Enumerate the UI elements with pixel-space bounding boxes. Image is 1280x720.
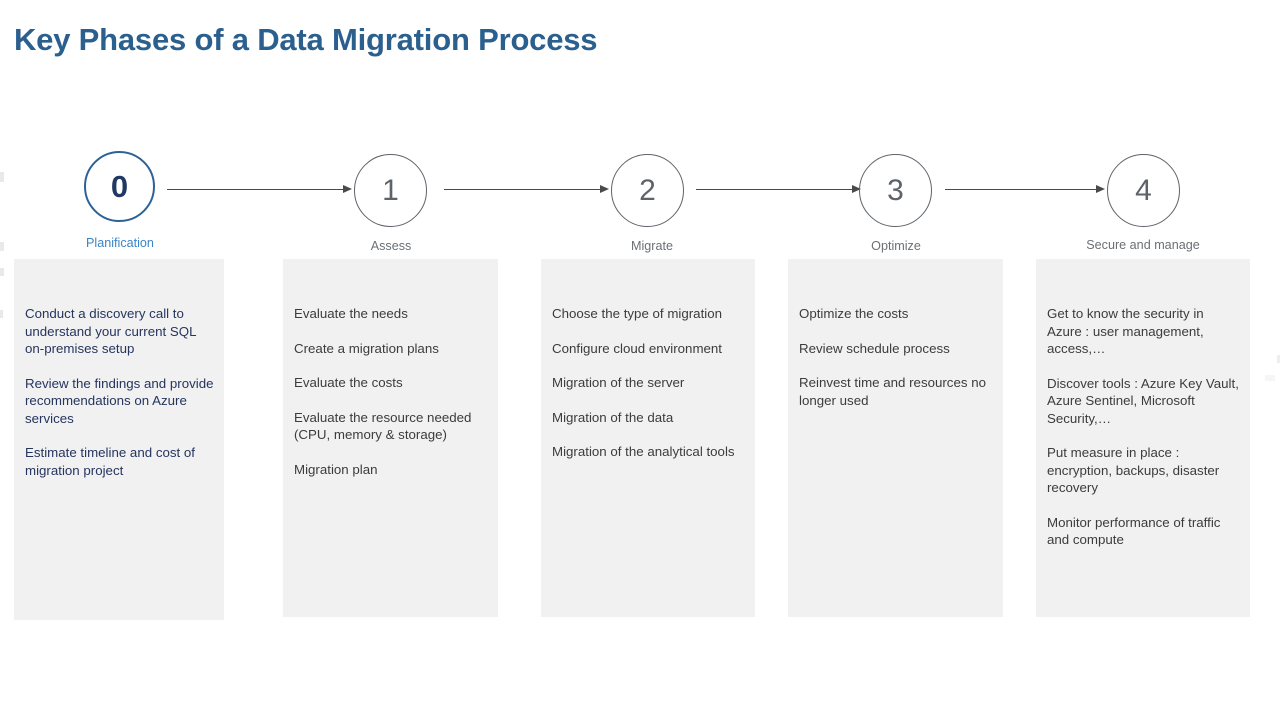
panel-item: Estimate timeline and cost of migration … (25, 445, 195, 478)
step-label-3: Optimize (871, 239, 921, 253)
panel-item: Configure cloud environment (552, 340, 723, 356)
edge-artifact (0, 172, 4, 182)
panel-item: Optimize the costs (799, 306, 909, 321)
panel-item: Review the findings and provide recommen… (25, 375, 214, 426)
panel-item: Migration of the analytical tools (552, 444, 735, 459)
step-circle-3[interactable]: 3 (859, 154, 932, 227)
panel-item: Put measure in place : encryption, backu… (1047, 445, 1220, 495)
step-circle-1[interactable]: 1 (354, 154, 427, 227)
step-circle-4[interactable]: 4 (1107, 154, 1180, 227)
step-panel-1: Evaluate the needs Create a migration pl… (283, 259, 498, 617)
panel-item: Reinvest time and resources no longer us… (799, 375, 986, 408)
edge-artifact (1265, 375, 1275, 381)
edge-artifact (0, 310, 3, 318)
step-number-0: 0 (110, 169, 129, 204)
panel-item: Migration of the server (552, 375, 685, 390)
step-label-4: Secure and manage (1086, 238, 1200, 252)
panel-item: Evaluate the resource needed (CPU, memor… (294, 409, 472, 443)
panel-item: Discover tools : Azure Key Vault, Azure … (1047, 375, 1239, 426)
step-number-2: 2 (639, 173, 656, 207)
step-arrow-1-2 (444, 185, 609, 195)
panel-item: Monitor performance of traffic and compu… (1047, 514, 1221, 548)
step-arrow-2-3 (696, 185, 861, 195)
panel-item: Evaluate the costs (294, 375, 403, 390)
step-panel-0: Conduct a discovery call to understand y… (14, 259, 224, 620)
step-number-3: 3 (887, 173, 904, 207)
step-label-0: Planification (86, 236, 154, 250)
step-panel-3: Optimize the costs Review schedule proce… (788, 259, 1003, 617)
step-arrow-3-4 (945, 185, 1105, 195)
edge-artifact (0, 242, 4, 251)
step-circle-0[interactable]: 0 (84, 151, 155, 222)
panel-item: Choose the type of migration (552, 306, 723, 321)
edge-artifact (0, 268, 4, 276)
panel-item: Create a migration plans (294, 340, 439, 356)
panel-item: Review schedule process (799, 340, 950, 356)
step-number-1: 1 (382, 173, 399, 207)
step-panel-1-body: Evaluate the needs Create a migration pl… (294, 305, 489, 495)
step-panel-4: Get to know the security in Azure : user… (1036, 259, 1250, 617)
step-panel-4-body: Get to know the security in Azure : user… (1047, 305, 1241, 566)
panel-item: Conduct a discovery call to understand y… (25, 306, 196, 356)
step-panel-3-body: Optimize the costs Review schedule proce… (799, 305, 994, 426)
panel-item: Migration plan (294, 461, 378, 477)
process-step-chain: 0 Planification 1 Assess 2 Migrate 3 Opt… (0, 0, 1280, 270)
step-arrow-0-1 (167, 185, 352, 195)
step-label-2: Migrate (631, 239, 673, 253)
edge-artifact (1277, 355, 1280, 363)
step-circle-2[interactable]: 2 (611, 154, 684, 227)
step-panel-0-body: Conduct a discovery call to understand y… (25, 305, 215, 496)
panel-item: Evaluate the needs (294, 306, 408, 321)
panel-item: Get to know the security in Azure : user… (1047, 306, 1204, 356)
panel-item: Migration of the data (552, 409, 674, 425)
step-panel-2-body: Choose the type of migration Configure c… (552, 305, 746, 478)
step-label-1: Assess (370, 239, 412, 253)
step-panel-2: Choose the type of migration Configure c… (541, 259, 755, 617)
page-title: Key Phases of a Data Migration Process (14, 22, 598, 57)
step-number-4: 4 (1135, 173, 1152, 207)
